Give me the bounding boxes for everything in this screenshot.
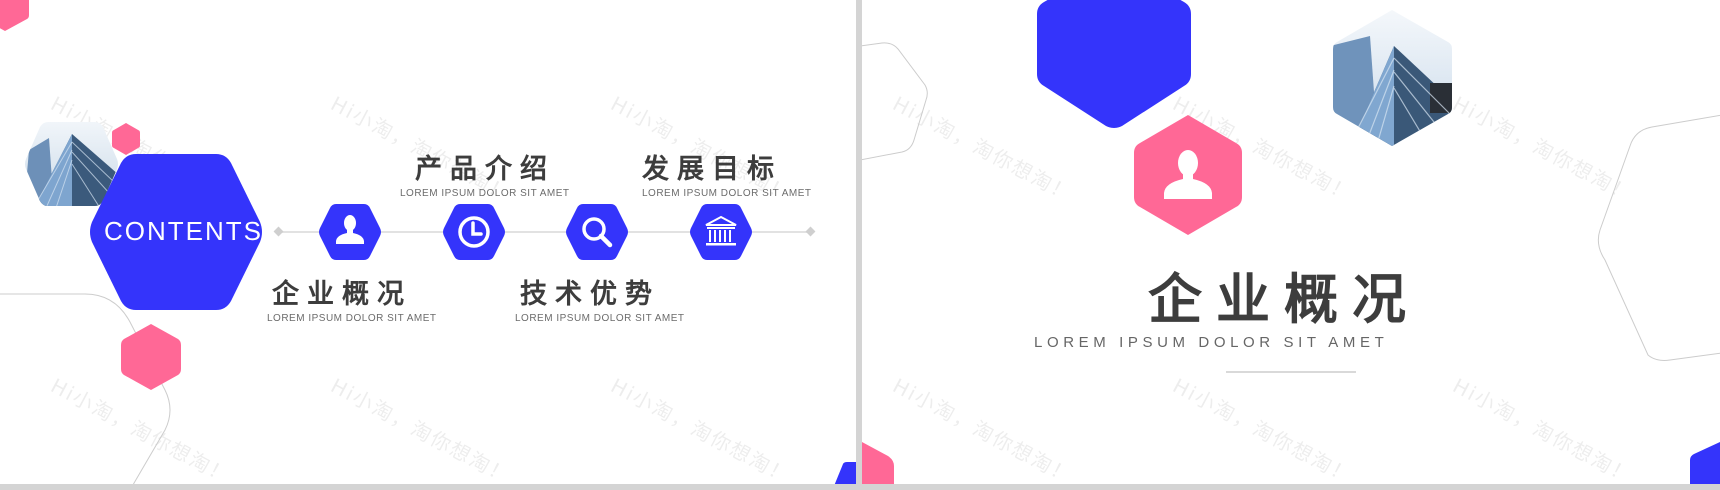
small-pink-hexagon <box>112 123 140 155</box>
contents-hexagon <box>90 154 262 310</box>
building-photo <box>25 122 118 206</box>
pink-hexagon-decoration <box>121 324 181 390</box>
item-title: 技术优势 <box>520 279 660 310</box>
item-subtitle: LOREM IPSUM DOLOR SIT AMET <box>515 313 685 324</box>
search-icon <box>566 204 628 260</box>
item-title: 企业概况 <box>272 279 412 310</box>
timeline-node-product-intro[interactable] <box>442 200 506 264</box>
contents-slide[interactable]: Hi小淘，淘你想淘！ Hi小淘，淘你想淘！ Hi小淘，淘你想淘！ Hi小淘，淘你… <box>0 0 856 484</box>
item-subtitle: LOREM IPSUM DOLOR SIT AMET <box>400 188 570 199</box>
timeline-node-dev-goal[interactable] <box>689 200 753 264</box>
bank-icon <box>690 204 752 260</box>
person-icon <box>1134 115 1242 235</box>
section-slide[interactable]: Hi小淘，淘你想淘！ Hi小淘，淘你想淘！ Hi小淘，淘你想淘！ Hi小淘，淘你… <box>862 0 1720 484</box>
pink-hexagon-decoration <box>0 0 29 31</box>
contents-label: CONTENTS <box>104 216 263 246</box>
building-photo <box>1333 10 1452 146</box>
timeline-node-tech-advantage[interactable] <box>565 200 629 264</box>
section-subtitle: LOREM IPSUM DOLOR SIT AMET <box>1034 334 1389 351</box>
person-icon <box>319 204 381 260</box>
item-title: 发展目标 <box>642 154 782 185</box>
pink-hexagon-decoration <box>862 442 894 484</box>
watermark: Hi小淘，淘你想淘！ <box>888 373 1078 484</box>
item-title: 产品介绍 <box>415 154 555 185</box>
timeline-line <box>280 231 810 233</box>
section-title: 企业概况 <box>1148 268 1420 331</box>
watermark: Hi小淘，淘你想淘！ <box>1168 373 1358 484</box>
blue-hexagon-decoration <box>1037 0 1191 128</box>
item-subtitle: LOREM IPSUM DOLOR SIT AMET <box>267 313 437 324</box>
watermark: Hi小淘，淘你想淘！ <box>606 373 796 484</box>
outline-hexagon-decoration <box>862 42 928 161</box>
outline-hexagon-decoration <box>1597 114 1720 361</box>
clock-icon <box>443 204 505 260</box>
blue-hexagon-decoration <box>1690 442 1720 484</box>
timeline-node-company-overview[interactable] <box>318 200 382 264</box>
timeline-end-diamond <box>805 226 816 237</box>
watermark: Hi小淘，淘你想淘！ <box>326 373 516 484</box>
watermark: Hi小淘，淘你想淘！ <box>1448 373 1638 484</box>
timeline-start-diamond <box>273 226 284 237</box>
title-divider <box>1226 371 1356 373</box>
item-subtitle: LOREM IPSUM DOLOR SIT AMET <box>642 188 812 199</box>
blue-hexagon-decoration <box>834 462 856 484</box>
